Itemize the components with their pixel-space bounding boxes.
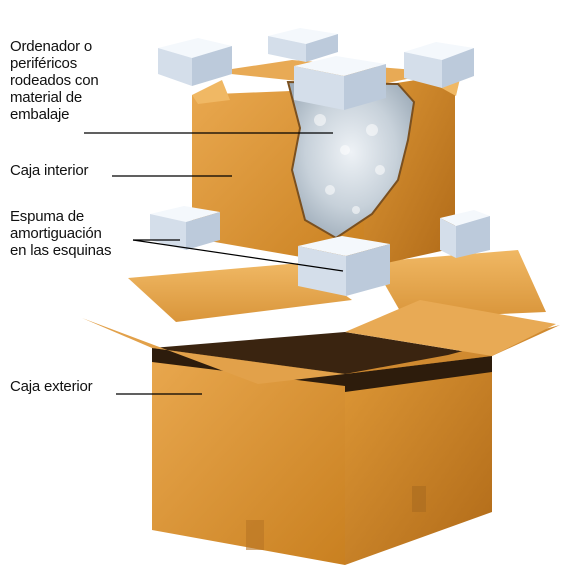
outer-box xyxy=(82,250,560,565)
label-outer-box: Caja exterior xyxy=(10,378,93,395)
foam-bottom-right xyxy=(440,210,490,258)
label-inner-box: Caja interior xyxy=(10,162,89,179)
foam-top-right xyxy=(404,42,474,88)
outer-back-left-flap xyxy=(128,263,352,322)
outer-front-left-flap xyxy=(82,318,345,384)
leader-lines xyxy=(84,132,344,395)
outer-front-right-face xyxy=(345,356,492,565)
outer-front-left-face xyxy=(152,348,345,565)
foam-top-left xyxy=(158,38,232,86)
foam-top-front xyxy=(294,56,386,110)
label-corner-foam: Espuma de amortiguación en las esquinas xyxy=(10,208,112,259)
leader-corner-foam-front xyxy=(132,239,344,272)
label-packing-material: Ordenador o periféricos rodeados con mat… xyxy=(10,38,99,123)
outer-back-right-flap xyxy=(372,250,546,318)
foam-bottom-front xyxy=(298,236,390,296)
foam-top-center xyxy=(268,28,338,62)
foam-bottom-left xyxy=(150,206,220,250)
corner-foam-blocks xyxy=(150,28,490,296)
